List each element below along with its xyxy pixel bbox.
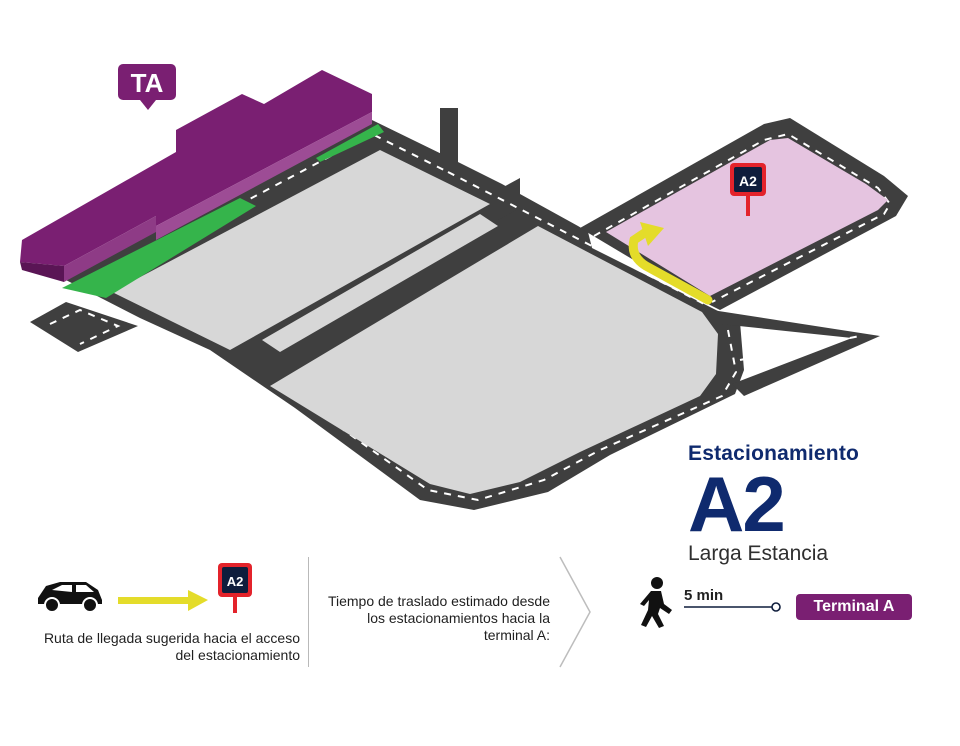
legend-route-arrow	[118, 590, 208, 611]
terminal-tag-label: TA	[131, 68, 164, 98]
connector-road-north	[440, 108, 458, 166]
legend-sign-label: A2	[227, 574, 244, 589]
parking-lots	[112, 150, 718, 494]
parking-title-block: Estacionamiento A2 Larga Estancia	[688, 442, 859, 566]
destination-badge: Terminal A	[796, 594, 912, 620]
parking-heading: Estacionamiento	[688, 442, 860, 465]
chevron-right-icon	[559, 556, 591, 668]
car-icon	[38, 582, 102, 613]
loop-road-left	[30, 302, 138, 352]
legend-sign-a2: A2	[218, 563, 252, 613]
walking-person-icon	[640, 577, 672, 628]
lot-south	[270, 226, 718, 494]
suggested-route-arrow	[628, 222, 713, 305]
parking-subtitle: Larga Estancia	[688, 542, 829, 565]
parking-a2-area	[606, 138, 888, 296]
terminal-tag: TA	[118, 64, 176, 110]
lot-northwest	[112, 150, 490, 350]
legend-route-description: Ruta de llegada sugerida hacia el acceso…	[43, 630, 300, 663]
legend-divider	[308, 557, 309, 667]
walk-time: 5 min	[684, 587, 724, 604]
parking-sign-label: A2	[739, 173, 757, 189]
terminal-a-building	[20, 70, 372, 282]
walk-line	[684, 602, 781, 612]
lane-markings	[49, 132, 892, 502]
green-strips	[62, 124, 384, 298]
parking-sign-a2: A2	[730, 163, 766, 216]
parking-code: A2	[688, 460, 786, 548]
legend-transfer-description: Tiempo de traslado estimado desde los es…	[327, 593, 550, 643]
lot-median	[262, 214, 498, 352]
north-driveway	[498, 178, 520, 220]
loop-road-right	[712, 310, 880, 396]
